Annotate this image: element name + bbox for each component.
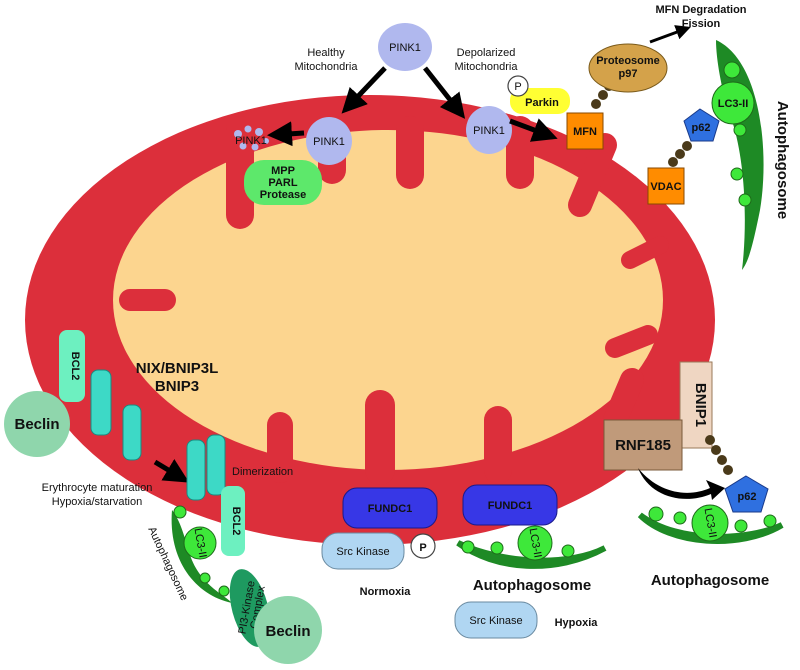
healthy-label-1: Healthy bbox=[307, 47, 345, 59]
bcl2-bottom bbox=[221, 486, 245, 556]
bcl2-top bbox=[59, 330, 85, 402]
fundc1-left bbox=[342, 487, 438, 529]
depolarized-label-2: Mitochondria bbox=[455, 61, 519, 73]
arrow-to-dimer bbox=[153, 458, 190, 483]
fundc1-phospho-label: P bbox=[419, 542, 426, 554]
protease-line-2: PARL bbox=[268, 177, 297, 189]
bnip1-label: BNIP1 bbox=[692, 383, 709, 427]
parkin-label: Parkin bbox=[525, 97, 559, 109]
pink1-right bbox=[466, 106, 512, 154]
src-kinase-right bbox=[454, 601, 538, 639]
dimerization-label: Dimerization bbox=[232, 466, 293, 478]
p62-top-label: p62 bbox=[692, 122, 711, 134]
pink1-top-label: PINK1 bbox=[389, 42, 421, 54]
bnip1-pathway: BNIP1 RNF185 p62 LC3-II Autophagosome bbox=[603, 361, 784, 589]
mfn-box bbox=[566, 112, 604, 150]
bcl2-top-label: BCL2 bbox=[69, 352, 81, 381]
mitochondrion bbox=[25, 95, 715, 545]
pink1-left-label: PINK1 bbox=[313, 136, 345, 148]
beclin-top-label: Beclin bbox=[14, 416, 59, 433]
lc3-bottom-label: LC3-II bbox=[701, 507, 718, 539]
fundc1-phospho bbox=[410, 533, 436, 559]
mfn-label: MFN bbox=[573, 126, 597, 138]
nix-dimer-c bbox=[206, 434, 226, 496]
arrow-to-depolarized bbox=[423, 66, 466, 119]
nix-dimer-b bbox=[186, 439, 206, 501]
proteasome-line-2: p97 bbox=[619, 68, 638, 80]
src-kinase-left-label: Src Kinase bbox=[336, 546, 389, 558]
vdac-ubiquitin-chain bbox=[668, 141, 692, 167]
pink1-left bbox=[306, 117, 352, 165]
src-kinase-right-label: Src Kinase bbox=[469, 615, 522, 627]
autophagosome-right-membrane bbox=[716, 40, 764, 270]
fundc1-right-label: FUNDC1 bbox=[488, 500, 533, 512]
autophagosome-mid-membrane bbox=[456, 540, 607, 569]
hypoxia-label: Hypoxia bbox=[555, 617, 599, 629]
beclin-bottom-label: Beclin bbox=[265, 623, 310, 640]
fundc1-right bbox=[462, 484, 558, 526]
protease-box bbox=[244, 160, 322, 205]
arrow-to-fragment bbox=[267, 121, 305, 147]
arrow-to-p62 bbox=[638, 468, 725, 500]
parkin-phospho bbox=[507, 75, 529, 97]
nix-dimer-a bbox=[122, 404, 142, 461]
pink1-top bbox=[378, 23, 432, 71]
proteasome bbox=[588, 43, 668, 93]
bcl2-bottom-label: BCL2 bbox=[230, 507, 242, 536]
lc3-top-label: LC3-II bbox=[718, 98, 749, 110]
lc3-mid bbox=[517, 525, 553, 561]
p62-top bbox=[683, 108, 720, 142]
autophagosome-bottom-label: Autophagosome bbox=[651, 572, 769, 589]
lc3-left-label: LC3-II bbox=[191, 527, 208, 559]
protease-line-1: MPP bbox=[271, 165, 295, 177]
trigger-line-2: Hypoxia/starvation bbox=[52, 496, 143, 508]
beclin-top bbox=[4, 391, 70, 457]
beclin-bottom bbox=[254, 596, 322, 664]
pink1-pathway: PINK1 Healthy Mitochondria Depolarized M… bbox=[234, 23, 518, 205]
protease-line-3: Protease bbox=[260, 189, 306, 201]
mfn-outcome-line-2: Fission bbox=[682, 18, 721, 30]
rnf185-label: RNF185 bbox=[615, 437, 671, 454]
nix-pathway: BCL2 Beclin NIX/BNIP3L BNIP3 Erythrocyte… bbox=[4, 330, 322, 664]
pink1-fragments bbox=[234, 125, 269, 151]
autophagosome-bottom-membrane bbox=[637, 512, 784, 544]
proteasome-line-1: Proteosome bbox=[596, 55, 660, 67]
bnip1-box bbox=[679, 361, 713, 449]
nix-monomer bbox=[90, 369, 112, 436]
arrow-to-degradation bbox=[649, 25, 691, 44]
fundc1-left-label: FUNDC1 bbox=[368, 503, 413, 515]
lc3-mid-label: LC3-II bbox=[526, 527, 543, 559]
autophagosome-left-membrane bbox=[171, 510, 232, 603]
mfn-outcome-line-1: MFN Degradation bbox=[655, 4, 746, 16]
normoxia-label: Normoxia bbox=[360, 586, 412, 598]
fundc1-pathway: FUNDC1 Src Kinase P Normoxia FUNDC1 LC3-… bbox=[321, 484, 607, 639]
autophagosome-mid-label: Autophagosome bbox=[473, 577, 591, 594]
vdac-box bbox=[647, 167, 685, 205]
autophagosome-right: LC3-II Autophagosome p62 VDAC bbox=[647, 40, 791, 270]
nix-label-1: NIX/BNIP3L bbox=[136, 360, 219, 377]
lc3-top bbox=[711, 81, 755, 125]
src-kinase-left bbox=[321, 532, 405, 570]
vdac-label: VDAC bbox=[650, 181, 681, 193]
trigger-line-1: Erythrocyte maturation bbox=[42, 482, 153, 494]
healthy-label-2: Mitochondria bbox=[295, 61, 359, 73]
lc3-left bbox=[183, 526, 217, 560]
parkin-pathway: Parkin P MFN Proteosome p97 MFN Degradat… bbox=[507, 4, 747, 150]
parkin-phospho-label: P bbox=[514, 81, 521, 93]
nix-label-2: BNIP3 bbox=[155, 378, 199, 395]
p62-bottom bbox=[724, 475, 769, 513]
pink1-right-label: PINK1 bbox=[473, 125, 505, 137]
rnf185-box bbox=[603, 419, 683, 471]
autophagosome-right-label: Autophagosome bbox=[774, 101, 791, 219]
p62-bottom-label: p62 bbox=[738, 491, 757, 503]
pink1-fragment-label: PINK1 bbox=[235, 135, 267, 147]
bnip1-ubiquitin-chain bbox=[705, 435, 733, 475]
lc3-bottom bbox=[691, 504, 729, 542]
parkin-box bbox=[510, 88, 570, 114]
depolarized-label-1: Depolarized bbox=[457, 47, 516, 59]
arrow-to-mfn bbox=[509, 118, 558, 142]
arrow-to-healthy bbox=[341, 66, 387, 114]
